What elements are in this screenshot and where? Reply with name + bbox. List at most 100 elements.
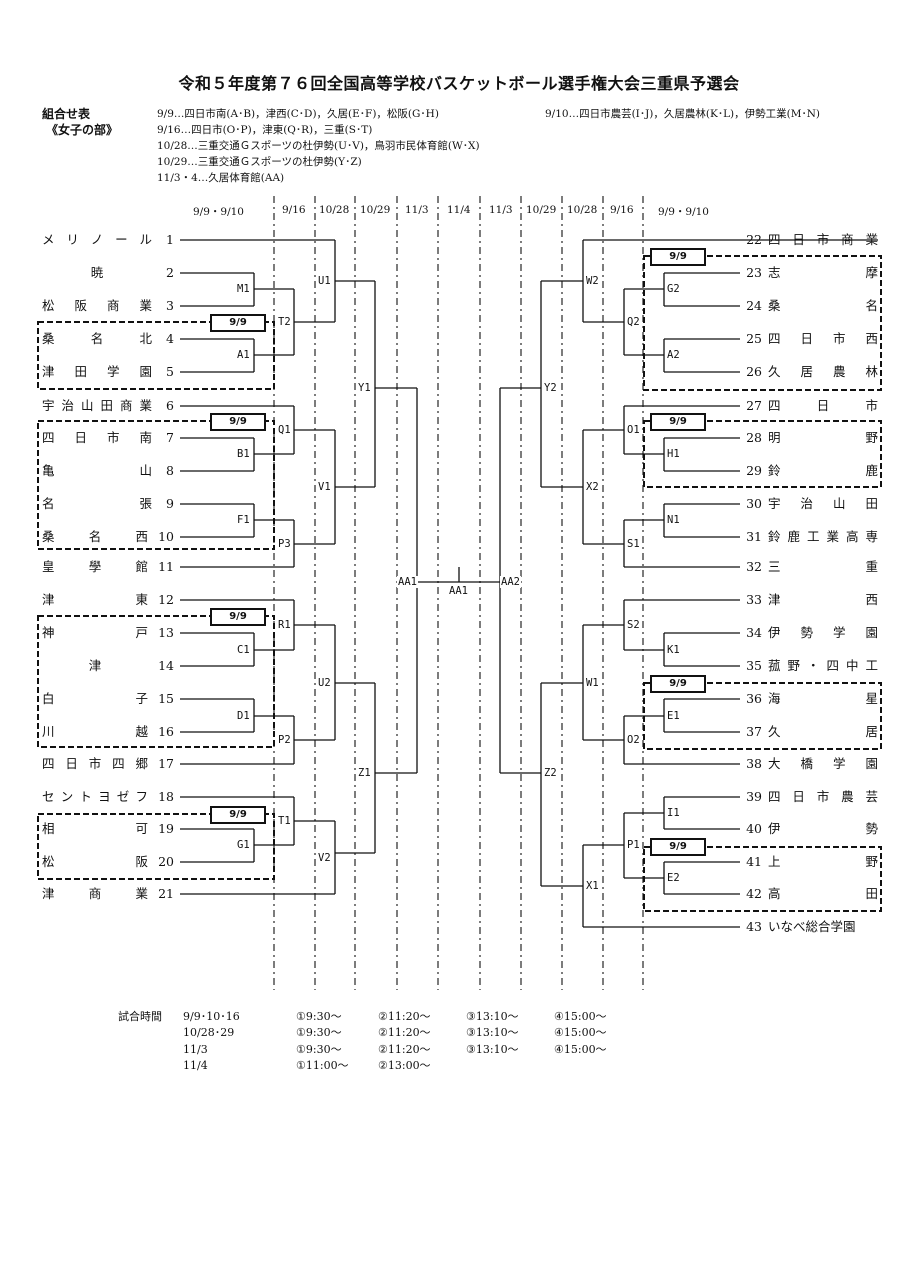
game-label: P2 (277, 734, 292, 746)
time-slot: ②11:20～ (378, 1043, 431, 1056)
game-label: A1 (236, 349, 251, 361)
date-badge: 9/9 (210, 413, 266, 431)
game-label: U2 (317, 677, 332, 689)
game-label: X2 (585, 481, 600, 493)
game-label: O2 (626, 734, 641, 746)
game-label: Y2 (543, 382, 558, 394)
game-label: G1 (236, 839, 251, 851)
time-slot: ③13:10～ (466, 1010, 519, 1023)
game-label: G2 (666, 283, 681, 295)
game-label: Y1 (357, 382, 372, 394)
game-label: Q1 (277, 424, 292, 436)
game-label: M1 (236, 283, 251, 295)
date-badge: 9/9 (650, 838, 706, 856)
times-date: 11/3 (183, 1043, 208, 1056)
game-label: K1 (666, 644, 681, 656)
times-date: 9/9･10･16 (183, 1010, 240, 1023)
game-label: V1 (317, 481, 332, 493)
game-label: C1 (236, 644, 251, 656)
column-date: 10/28 (567, 204, 598, 216)
game-label: F1 (236, 514, 251, 526)
game-label: X1 (585, 880, 600, 892)
game-label: Z2 (543, 767, 558, 779)
date-badge: 9/9 (210, 314, 266, 332)
game-label: AA1 (448, 585, 469, 597)
game-label: P1 (626, 839, 641, 851)
column-date: 10/29 (360, 204, 391, 216)
game-label: S1 (626, 538, 641, 550)
game-label: H1 (666, 448, 681, 460)
column-date: 9/16 (282, 204, 306, 216)
schedule-line: 9/16…四日市(O･P)，津東(Q･R)，三重(S･T) (157, 124, 373, 136)
times-date: 10/28･29 (183, 1026, 235, 1039)
game-label: AA1 (397, 576, 418, 588)
game-label: W1 (585, 677, 600, 689)
game-label: AA2 (500, 576, 521, 588)
game-label: U1 (317, 275, 332, 287)
time-slot: ②11:20～ (378, 1010, 431, 1023)
pairing-label: 組合せ表 (42, 107, 91, 121)
game-label: S2 (626, 619, 641, 631)
game-label: Z1 (357, 767, 372, 779)
game-label: W2 (585, 275, 600, 287)
times-date: 11/4 (183, 1059, 208, 1072)
game-label: B1 (236, 448, 251, 460)
column-date: 11/4 (447, 204, 471, 216)
game-label: T1 (277, 815, 292, 827)
date-badge: 9/9 (650, 248, 706, 266)
time-slot: ②11:20～ (378, 1026, 431, 1039)
times-label: 試合時間 (118, 1010, 162, 1023)
time-slot: ②13:00～ (378, 1059, 431, 1072)
division-label: 《女子の部》 (46, 123, 119, 137)
game-label: E2 (666, 872, 681, 884)
bracket-lines (37, 196, 882, 990)
time-slot: ④15:00～ (554, 1010, 607, 1023)
game-label: D1 (236, 710, 251, 722)
column-date: 11/3 (489, 204, 513, 216)
schedule-line: 11/3・4…久居体育館(AA) (157, 172, 285, 184)
game-label: V2 (317, 852, 332, 864)
column-date: 11/3 (405, 204, 429, 216)
schedule-line: 10/29…三重交通Ｇスポーツの杜伊勢(Y･Z) (157, 156, 362, 168)
game-label: E1 (666, 710, 681, 722)
game-label: A2 (666, 349, 681, 361)
date-badge: 9/9 (650, 675, 706, 693)
time-slot: ③13:10～ (466, 1043, 519, 1056)
